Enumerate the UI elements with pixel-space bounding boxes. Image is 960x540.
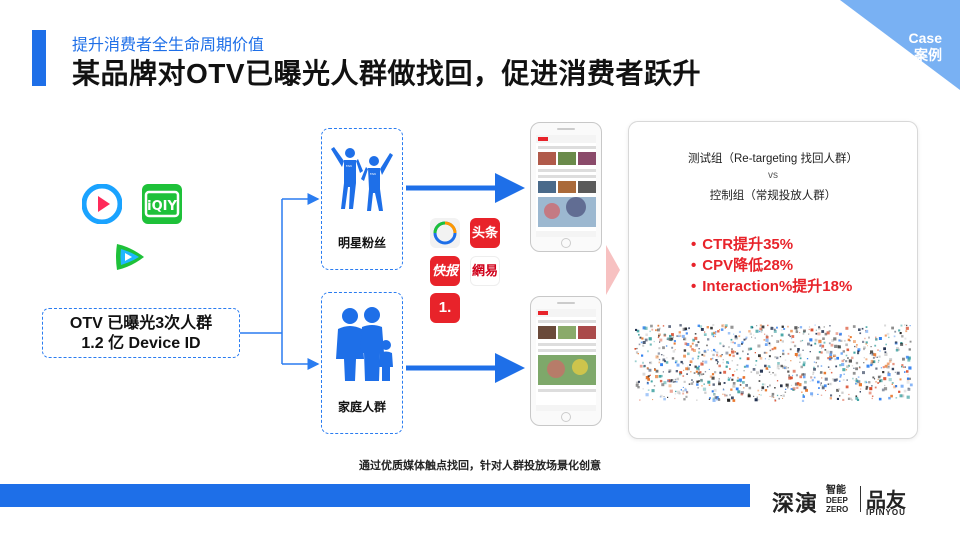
ipinyou-logo: 品友 xyxy=(866,490,906,512)
test-group-label: 测试组（Re-targeting 找回人群） xyxy=(688,153,858,165)
case-corner-tag: Case 案例 xyxy=(820,0,960,90)
audience-box-family: 家庭人群 xyxy=(321,292,403,434)
vs-label: vs xyxy=(768,170,778,181)
corner-triangle xyxy=(840,0,960,90)
metric-item: •CTR提升35% xyxy=(691,236,794,253)
corner-tag-en: Case xyxy=(908,30,942,46)
toutiao-icon: 头条 xyxy=(470,218,500,248)
kuaibao-icon: 快报 xyxy=(430,256,460,286)
tencent-news-icon xyxy=(430,218,460,248)
svg-text:FAN: FAN xyxy=(346,164,352,168)
page-title: 某品牌对OTV已曝光人群做找回，促进消费者跃升 xyxy=(72,58,702,89)
svg-text:FAN: FAN xyxy=(370,172,376,176)
results-panel: 测试组（Re-targeting 找回人群） vs 控制组（常规投放人群） •C… xyxy=(628,121,918,439)
ipinyou-logo-en: IPINYOU xyxy=(866,508,906,517)
audience-label-family: 家庭人群 xyxy=(337,400,386,414)
deepzero-logo-small: 智能 DEEP ZERO xyxy=(826,485,849,514)
logo-separator xyxy=(860,486,861,512)
audience-box-star-fans: FAN FAN 明星粉丝 xyxy=(321,128,403,270)
page-subtitle: 提升消费者全生命周期价值 xyxy=(72,37,265,54)
decorative-scatter-art xyxy=(634,324,913,402)
phone-mockup-bottom xyxy=(530,296,602,426)
metrics-list: •CTR提升35% •CPV降低28% •Interaction%提升18% xyxy=(691,234,852,297)
family-icon xyxy=(336,307,393,381)
source-line-1: OTV 已曝光3次人群 xyxy=(69,315,213,332)
metric-item: •CPV降低28% xyxy=(691,257,794,274)
bottom-caption: 通过优质媒体触点找回，针对人群投放场景化创意 xyxy=(359,460,601,472)
deepzero-logo: 深演 xyxy=(772,491,819,516)
iqiyi-icon: iQIY xyxy=(141,183,183,230)
footer-accent-bar xyxy=(0,484,750,507)
audience-label-star-fans: 明星粉丝 xyxy=(337,236,386,250)
tencent-video-icon xyxy=(113,241,147,278)
control-group-label: 控制组（常规投放人群） xyxy=(709,190,837,202)
netease-icon: 網易 xyxy=(470,256,500,286)
star-fans-icon: FAN FAN xyxy=(331,147,393,211)
yidian-icon: 1. xyxy=(430,293,460,323)
corner-tag-cn: 案例 xyxy=(914,47,942,63)
title-accent-bar xyxy=(32,30,46,86)
svg-text:iQIY: iQIY xyxy=(147,199,177,214)
youku-icon xyxy=(81,183,123,229)
phone-mockup-top xyxy=(530,122,602,252)
source-line-2: 1.2 亿 Device ID xyxy=(81,335,201,352)
source-audience-box: OTV 已曝光3次人群 1.2 亿 Device ID xyxy=(42,308,240,358)
metric-item: •Interaction%提升18% xyxy=(691,278,853,295)
